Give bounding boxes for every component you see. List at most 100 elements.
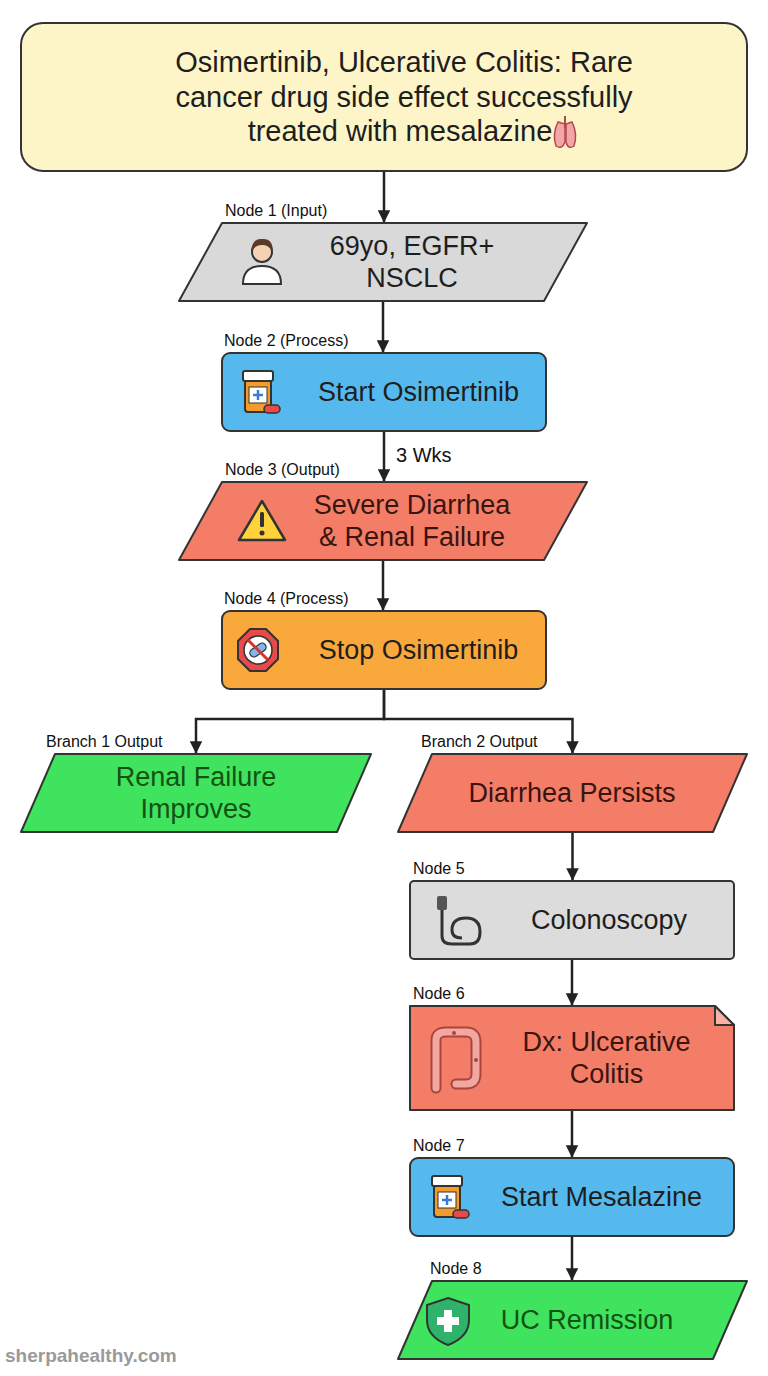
flow-arrow — [571, 833, 574, 880]
shield-cross-h — [437, 1317, 459, 1325]
organ-icon-trachea — [564, 116, 566, 128]
colon-lesion — [474, 1058, 478, 1062]
flow-arrow — [382, 561, 385, 610]
parallelogram-shape — [179, 223, 587, 301]
node-label: Renal Failure Improves — [86, 753, 306, 833]
rounded-rect-shape — [410, 1158, 734, 1236]
node-heading: Branch 1 Output — [46, 733, 163, 751]
rounded-rect-shape — [222, 611, 546, 689]
node-heading: Node 6 — [413, 985, 465, 1003]
node-label: Severe Diarrhea & Renal Failure — [306, 481, 518, 561]
colon-lesion — [452, 1031, 456, 1035]
process-box: Node 2 (Process)Start Osimertinib — [221, 352, 547, 432]
flow-arrow — [384, 690, 573, 753]
output-box: Node 3 (Output)Severe Diarrhea & Renal F… — [178, 481, 588, 561]
organ-icon — [554, 116, 575, 147]
pill-bottle-icon — [432, 1176, 469, 1218]
flow-arrow — [382, 302, 385, 352]
watermark: sherpahealthy.com — [5, 1345, 177, 1367]
document-shape — [410, 1006, 734, 1110]
bottle-body — [434, 1185, 460, 1217]
node-label: Dx: Ulcerative Colitis — [504, 1005, 709, 1111]
process-box: Node 5Colonoscopy — [409, 880, 735, 960]
colonoscope-icon — [437, 896, 480, 944]
node-label: Stop Osimertinib — [296, 610, 541, 690]
process-box: Node 4 (Process)Stop Osimertinib — [221, 610, 547, 690]
node-outline — [409, 1005, 735, 1111]
node-heading: Node 5 — [413, 860, 465, 878]
person-icon — [243, 239, 281, 284]
node-heading: Branch 2 Output — [421, 733, 538, 751]
stop-slash — [248, 640, 268, 660]
output-box: Node 8UC Remission — [397, 1280, 748, 1360]
bottle-cap — [243, 371, 273, 381]
node-heading: Node 8 — [430, 1260, 482, 1278]
scope-handle — [437, 896, 447, 910]
node-label: UC Remission — [467, 1280, 707, 1360]
parallelogram-shape — [21, 754, 371, 832]
shield-outline — [427, 1298, 469, 1345]
bottle-body — [245, 380, 271, 412]
colon-icon — [436, 1031, 478, 1088]
node-label: Colonoscopy — [489, 880, 729, 960]
node-label: Start Mesalazine — [479, 1157, 724, 1237]
node-label: Osimertinib, Ulcerative Colitis: Rare ca… — [134, 22, 674, 172]
pill — [264, 405, 280, 413]
stop-octagon — [238, 629, 278, 671]
edge-label: 3 Wks — [396, 444, 452, 467]
rounded-rect-shape — [21, 23, 747, 171]
person-head — [252, 242, 272, 262]
shield-icon — [427, 1298, 469, 1345]
node-heading: Node 7 — [413, 1137, 465, 1155]
output-box: Branch 2 OutputDiarrhea Persists — [397, 753, 748, 833]
flow-arrow — [383, 172, 386, 222]
document-box: Node 6Dx: Ulcerative Colitis — [409, 1005, 735, 1111]
parallelogram-shape — [398, 1281, 747, 1359]
flow-arrow — [196, 690, 384, 753]
scope-tube — [442, 910, 480, 944]
node-heading: Node 1 (Input) — [225, 202, 327, 220]
warning-bar — [260, 512, 264, 527]
organ-icon-right — [566, 122, 576, 147]
node-heading: Node 3 (Output) — [225, 461, 340, 479]
pill-bottle-icon — [243, 371, 280, 413]
bottle-cross — [442, 1195, 452, 1205]
bottle-cap — [432, 1176, 462, 1186]
bottle-cross — [253, 390, 263, 400]
colon-fill — [436, 1032, 476, 1088]
parallelogram-shape — [398, 754, 747, 832]
node-label: Start Osimertinib — [296, 352, 541, 432]
person-body — [243, 266, 281, 284]
bottle-label — [249, 387, 267, 403]
document-fold — [715, 1006, 734, 1025]
node-label: Diarrhea Persists — [437, 753, 707, 833]
node-heading: Node 4 (Process) — [224, 590, 349, 608]
person-hair — [251, 239, 273, 252]
flow-arrow — [571, 1237, 574, 1280]
output-box: Branch 1 OutputRenal Failure Improves — [20, 753, 372, 833]
node-heading: Node 2 (Process) — [224, 332, 349, 350]
parallelogram-shape — [179, 482, 587, 560]
input-box: Node 1 (Input)69yo, EGFR+ NSCLC — [178, 222, 588, 302]
stop-icon — [238, 629, 278, 671]
title-box: Osimertinib, Ulcerative Colitis: Rare ca… — [20, 22, 748, 172]
warning-dot — [260, 531, 265, 536]
flow-arrow — [571, 1111, 574, 1157]
node-label: 69yo, EGFR+ NSCLC — [306, 222, 518, 302]
stop-circle — [244, 636, 272, 664]
bottle-label — [438, 1192, 456, 1208]
rounded-rect-shape — [222, 353, 546, 431]
rounded-rect-shape — [410, 881, 734, 959]
colon-outline — [436, 1032, 476, 1088]
shield-cross-v — [444, 1310, 452, 1332]
flow-arrow — [571, 960, 574, 1005]
organ-icon-left — [554, 122, 565, 147]
warning-icon — [239, 501, 285, 540]
flow-arrow — [383, 432, 386, 481]
process-box: Node 7Start Mesalazine — [409, 1157, 735, 1237]
warning-triangle — [239, 501, 285, 540]
stop-pill — [248, 642, 267, 659]
pill — [453, 1210, 469, 1218]
